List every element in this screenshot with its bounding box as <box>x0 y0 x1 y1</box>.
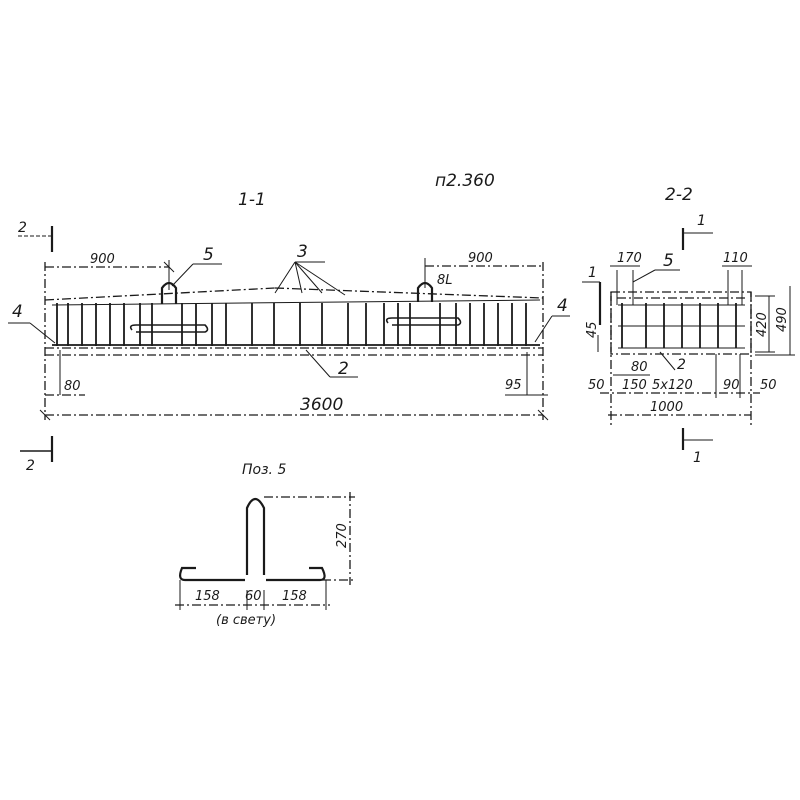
dim-80-22-text: 80 <box>631 360 648 375</box>
cut-marker-2-top: 2 <box>18 220 54 252</box>
dim-80: 80 <box>45 350 85 396</box>
cut-marker-1-top: 1 <box>681 213 713 250</box>
dim-900-right-text: 900 <box>468 251 493 266</box>
dim-420: 420 <box>755 295 775 353</box>
callout-2-leader <box>305 349 331 378</box>
section-1-1: 1-1 2 2 <box>8 190 570 474</box>
detail-poz-5: Поз. 5 270 158 60 158 (в свету) <box>175 462 355 628</box>
callout-4-right-label: 4 <box>557 296 568 316</box>
dim-45: 45 <box>585 321 600 352</box>
dim-3600: 3600 <box>39 395 549 421</box>
dim-note-text: (в свету) <box>216 613 276 628</box>
dim-110: 110 <box>722 251 752 267</box>
dim-stray-mark: 8L <box>437 273 453 288</box>
section-2-2-outline <box>610 291 752 355</box>
cut-marker-1-bottom: 1 <box>681 428 713 466</box>
callout-2-22-leader <box>659 351 676 371</box>
dim-270-text: 270 <box>335 523 350 548</box>
dim-490: 490 <box>755 286 795 356</box>
dim-90-text: 90 <box>723 378 740 393</box>
top-bar <box>51 299 541 306</box>
dim-50-left-text: 50 <box>588 378 605 393</box>
cut-marker-2-bottom: 2 <box>20 436 54 474</box>
callout-3-leaders <box>274 261 346 296</box>
cut-marker-1-left: 1 <box>582 265 602 325</box>
dim-170-text: 170 <box>617 251 642 266</box>
dim-170: 170 <box>610 251 642 267</box>
section-1-1-title: 1-1 <box>238 190 266 210</box>
dim-5x120-text: 5x120 <box>652 378 693 393</box>
cut-marker-2-top-label: 2 <box>18 220 27 236</box>
dim-60-text: 60 <box>245 589 262 604</box>
dim-50-right-text: 50 <box>760 378 777 393</box>
dim-420-text: 420 <box>755 312 770 337</box>
dim-95-text: 95 <box>505 378 522 393</box>
dim-45-text: 45 <box>585 321 600 338</box>
dim-80-text: 80 <box>64 379 81 394</box>
callout-5-22-label: 5 <box>663 251 674 271</box>
callout-4-left-label: 4 <box>12 302 23 322</box>
dim-900-left-text: 900 <box>90 252 115 267</box>
dim-1000: 1000 <box>608 400 751 416</box>
dim-1000-text: 1000 <box>650 400 683 415</box>
dim-80-22: 80 <box>613 360 650 376</box>
detail-poz-5-title: Поз. 5 <box>242 462 286 478</box>
callout-3-label: 3 <box>297 242 308 262</box>
callout-2-label: 2 <box>338 359 349 379</box>
callout-5-leader <box>171 263 194 287</box>
beam-outline <box>44 262 544 420</box>
sheet-reference: п2.360 <box>435 171 495 191</box>
dim-158-left-text: 158 <box>195 589 220 604</box>
dim-150-text: 150 <box>622 378 647 393</box>
callout-5-22-leader <box>632 269 656 283</box>
cut-marker-1-top-label: 1 <box>697 213 706 229</box>
dim-chain-poz5: 158 60 158 (в свету) <box>175 580 330 628</box>
dim-490-text: 490 <box>775 307 790 332</box>
dim-110-text: 110 <box>723 251 748 266</box>
cut-marker-2-bottom-label: 2 <box>26 458 35 474</box>
dim-95: 95 <box>505 352 548 396</box>
dim-900-right: 900 8L <box>424 251 543 288</box>
dim-chain-bottom: 50 150 5x120 90 50 <box>588 354 777 398</box>
loop-shape <box>245 497 266 575</box>
section-2-2-title: 2-2 <box>665 185 693 205</box>
dim-3600-text: 3600 <box>300 395 343 415</box>
section-2-2: 2-2 1 1 1 <box>582 185 795 466</box>
dim-900-left: 900 <box>45 252 175 290</box>
cut-marker-1-left-label: 1 <box>588 265 597 281</box>
callout-2-22-label: 2 <box>677 357 686 373</box>
dim-158-right-text: 158 <box>282 589 307 604</box>
dim-270: 270 <box>264 492 355 585</box>
section-2-2-grid <box>618 303 745 349</box>
cut-marker-1-bottom-label: 1 <box>693 450 702 466</box>
callout-5-label: 5 <box>203 245 214 265</box>
